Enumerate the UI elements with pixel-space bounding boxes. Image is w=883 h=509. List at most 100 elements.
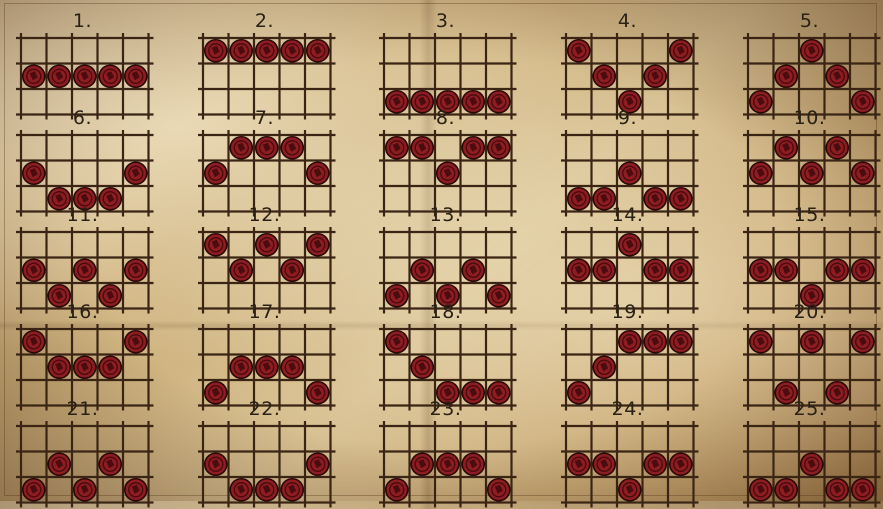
payline-number: 18. [378,303,513,322]
coin-marker-icon [281,259,303,281]
payline-number: 2. [197,12,332,31]
coin-marker-icon [775,65,797,87]
coin-marker-icon [125,331,147,353]
coin-marker-icon [23,259,45,281]
payline-24: 24. [560,400,695,495]
coin-marker-icon [230,479,252,501]
payline-number: 21. [15,400,150,419]
coin-marker-icon [568,40,590,62]
payline-11: 11. [15,206,150,301]
payline-number: 11. [15,206,150,225]
coin-marker-icon [411,259,433,281]
coin-marker-icon [750,162,772,184]
coin-marker-icon [74,479,96,501]
payline-number: 19. [560,303,695,322]
payline-16: 16. [15,303,150,398]
coin-marker-icon [750,479,772,501]
payline-21: 21. [15,400,150,495]
payline-grid [560,420,700,509]
coin-marker-icon [256,137,278,159]
coin-marker-icon [619,162,641,184]
coin-marker-icon [644,65,666,87]
coin-marker-icon [593,259,615,281]
payline-number: 7. [197,109,332,128]
payline-number: 1. [15,12,150,31]
payline-number: 23. [378,400,513,419]
payline-number: 5. [742,12,877,31]
coin-marker-icon [23,162,45,184]
coin-marker-icon [23,65,45,87]
payline-4: 4. [560,12,695,107]
payline-3: 3. [378,12,513,107]
coin-marker-icon [826,479,848,501]
coin-marker-icon [568,453,590,475]
coin-marker-icon [256,234,278,256]
coin-marker-icon [281,356,303,378]
payline-number: 9. [560,109,695,128]
coin-marker-icon [411,137,433,159]
coin-marker-icon [488,479,510,501]
coin-marker-icon [23,331,45,353]
coin-marker-icon [437,162,459,184]
coin-marker-icon [281,40,303,62]
coin-marker-icon [852,162,874,184]
coin-marker-icon [801,453,823,475]
coin-marker-icon [307,40,329,62]
coin-marker-icon [670,331,692,353]
coin-marker-icon [801,162,823,184]
coin-marker-icon [48,356,70,378]
coin-marker-icon [99,356,121,378]
payline-grid [197,420,337,509]
coin-marker-icon [826,259,848,281]
payline-10: 10. [742,109,877,204]
coin-marker-icon [125,479,147,501]
payline-14: 14. [560,206,695,301]
coin-marker-icon [230,40,252,62]
coin-marker-icon [205,162,227,184]
coin-marker-icon [125,162,147,184]
payline-number: 13. [378,206,513,225]
coin-marker-icon [826,65,848,87]
coin-marker-icon [307,453,329,475]
coin-marker-icon [230,137,252,159]
coin-marker-icon [801,40,823,62]
coin-marker-icon [775,259,797,281]
payline-1: 1. [15,12,150,107]
payline-8: 8. [378,109,513,204]
coin-marker-icon [801,331,823,353]
payline-number: 20. [742,303,877,322]
coin-marker-icon [619,234,641,256]
payline-number: 24. [560,400,695,419]
payline-12: 12. [197,206,332,301]
coin-marker-icon [386,479,408,501]
payline-25: 25. [742,400,877,495]
payline-15: 15. [742,206,877,301]
payline-20: 20. [742,303,877,398]
payline-number: 12. [197,206,332,225]
payline-13: 13. [378,206,513,301]
payline-7: 7. [197,109,332,204]
payline-23: 23. [378,400,513,495]
coin-marker-icon [307,234,329,256]
coin-marker-icon [750,259,772,281]
payline-number: 8. [378,109,513,128]
coin-marker-icon [99,65,121,87]
coin-marker-icon [670,259,692,281]
coin-marker-icon [670,453,692,475]
coin-marker-icon [48,65,70,87]
coin-marker-icon [852,331,874,353]
coin-marker-icon [99,453,121,475]
coin-marker-icon [411,356,433,378]
coin-marker-icon [125,259,147,281]
coin-marker-icon [644,453,666,475]
payline-number: 6. [15,109,150,128]
coin-marker-icon [281,479,303,501]
coin-marker-icon [74,65,96,87]
payline-number: 16. [15,303,150,322]
payline-22: 22. [197,400,332,495]
payline-number: 15. [742,206,877,225]
coin-marker-icon [386,331,408,353]
coin-marker-icon [826,137,848,159]
coin-marker-icon [256,40,278,62]
